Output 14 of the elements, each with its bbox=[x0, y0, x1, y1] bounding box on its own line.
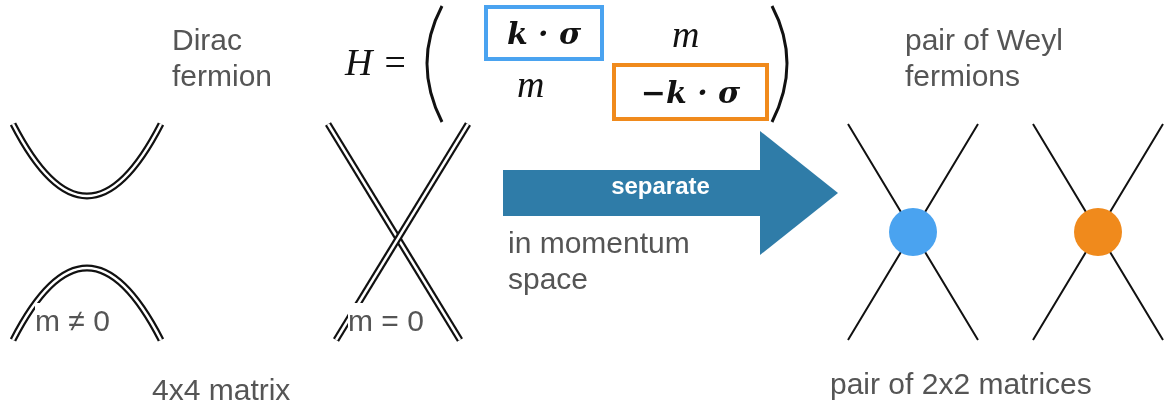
matrix-entry: m bbox=[517, 62, 545, 106]
caption-text: pair of 2x2 matrices bbox=[830, 366, 1092, 402]
block-arrow bbox=[503, 131, 838, 255]
caption-text: in momentum space bbox=[508, 225, 691, 297]
formula-text: H = bbox=[345, 40, 408, 84]
matrix-entry: k · σ bbox=[506, 15, 582, 51]
highlight-box bbox=[612, 63, 769, 121]
highlight-box bbox=[484, 5, 604, 61]
edge-label: separate bbox=[611, 172, 710, 200]
caption-text: Dirac fermion bbox=[172, 22, 274, 94]
matrix-entry: m bbox=[672, 12, 700, 56]
matrix-entry: −k · σ bbox=[640, 74, 741, 110]
caption-text: 4x4 matrix bbox=[152, 372, 291, 408]
caption-text: pair of Weyl fermions bbox=[905, 22, 1064, 94]
